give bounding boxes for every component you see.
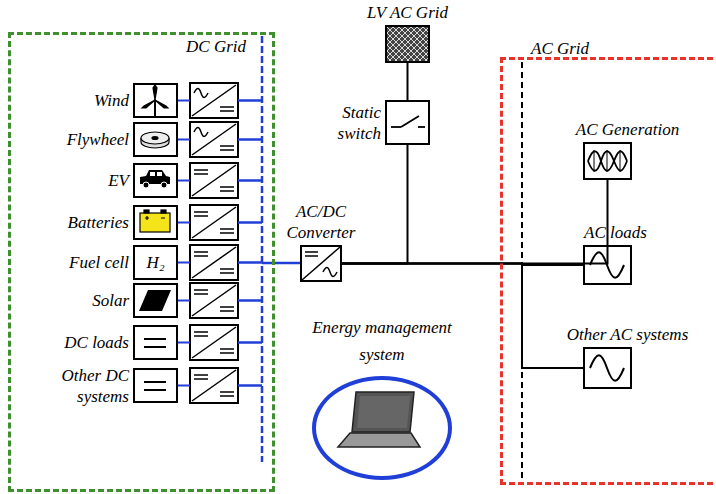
component-box: AC loads — [583, 245, 632, 285]
ems-ellipse: Energy management system — [312, 376, 452, 480]
component-label: Flywheel — [67, 129, 129, 150]
component-box: Flywheel — [133, 122, 178, 157]
component-label: EV — [108, 170, 129, 191]
wire-connector — [342, 145, 408, 264]
component-box: Solar — [133, 283, 178, 318]
switch-symbol — [391, 116, 425, 127]
component-box: DC loads — [133, 325, 178, 360]
solar-icon — [139, 290, 171, 311]
dc-bus — [261, 36, 264, 462]
converter-symbols — [178, 83, 262, 403]
wire-connector — [342, 180, 608, 264]
component-label: Batteries — [68, 212, 129, 233]
box-text: H₂ — [146, 252, 164, 273]
component-label: LV AC Grid — [367, 2, 448, 23]
sine-symbols — [590, 252, 624, 381]
component-label: AC/DC Converter — [278, 201, 364, 244]
component-label: AC Grid — [531, 38, 589, 59]
component-box: Other DC systems — [133, 368, 178, 403]
component-box: Other AC systems — [583, 347, 632, 389]
battery-icon — [140, 210, 170, 232]
acdc-symbol — [302, 247, 340, 280]
component-box: AC/DC Converter — [300, 245, 342, 282]
grid-hatch — [386, 26, 429, 62]
component-box: EV — [133, 163, 178, 198]
laptop-icon — [338, 392, 420, 447]
grid-region: DC GridWindFlywheelEVBatteriesFuel cellH… — [8, 32, 275, 492]
component-box: LV AC Grid — [385, 25, 430, 63]
component-label: DC loads — [64, 332, 129, 353]
component-label: Static switch — [319, 101, 381, 144]
component-box: Fuel cellH₂ — [133, 245, 178, 280]
component-label: AC loads — [584, 222, 647, 243]
component-label: Wind — [94, 90, 129, 111]
component-label: Solar — [92, 290, 129, 311]
component-label: DC Grid — [186, 36, 246, 57]
generator-symbol — [588, 150, 627, 172]
component-label: Energy management system — [296, 314, 468, 368]
component-label: Other DC systems — [49, 364, 129, 407]
wind-icon — [142, 85, 168, 116]
wire-connector — [407, 63, 409, 100]
component-box: Wind — [133, 83, 178, 118]
dc-symbols — [144, 339, 166, 390]
component-label: Fuel cell — [69, 252, 129, 273]
component-label: AC Generation — [576, 119, 679, 140]
component-box: Batteries — [133, 205, 178, 240]
dc-link — [262, 262, 300, 265]
component-box: AC Generation — [583, 142, 632, 180]
component-box: Static switch — [385, 100, 430, 145]
ev-icon — [140, 170, 170, 188]
component-label: Other AC systems — [567, 324, 689, 345]
flywheel-icon — [141, 132, 169, 148]
grid-region: AC GridAC GenerationAC loadsOther AC sys… — [500, 57, 716, 485]
